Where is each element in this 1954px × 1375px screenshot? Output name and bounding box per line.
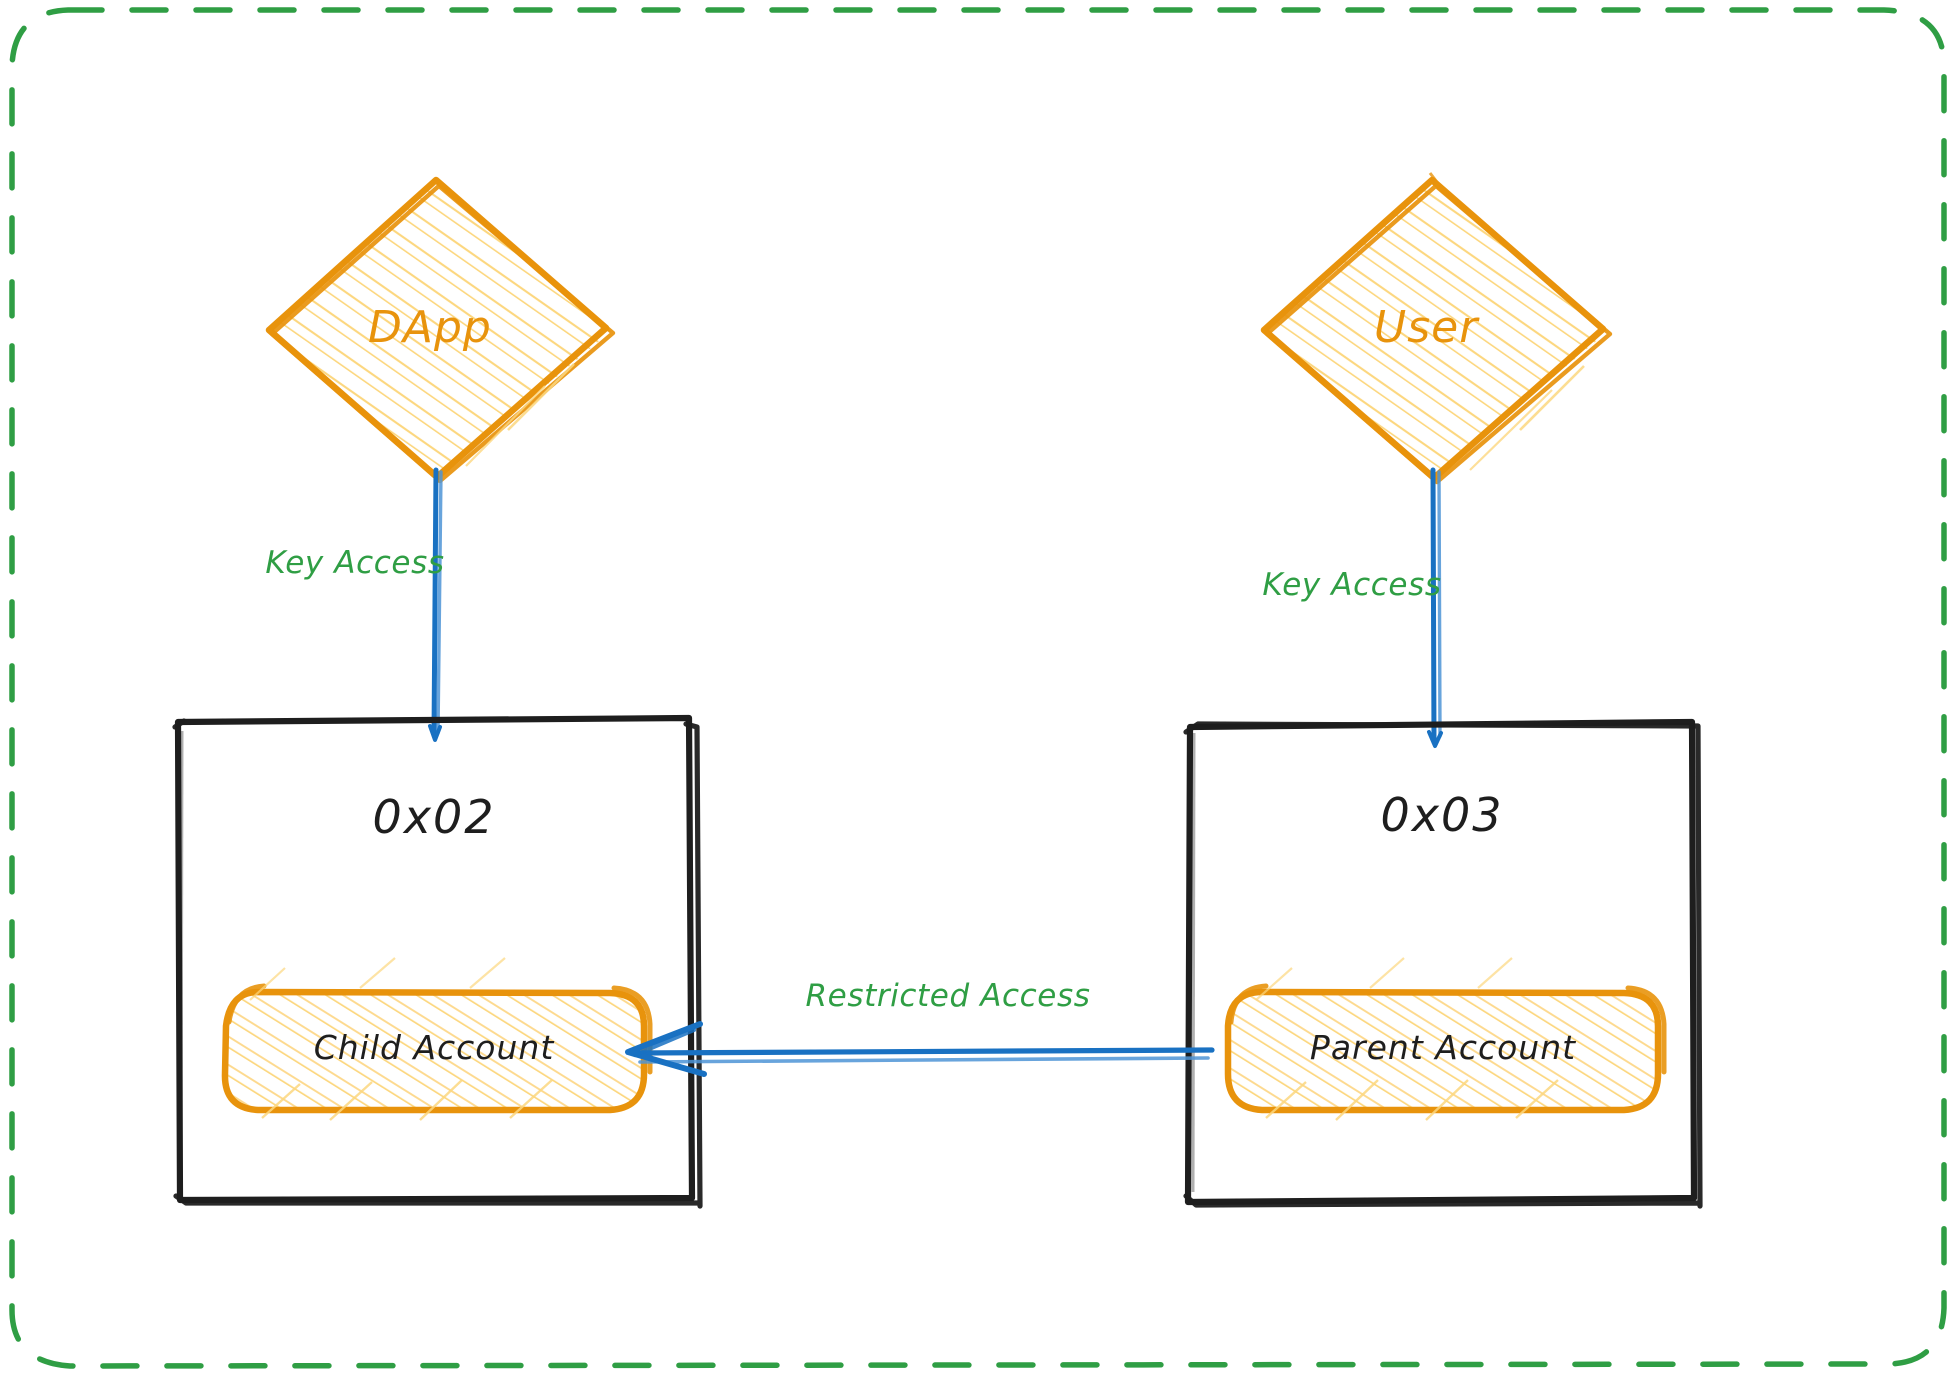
child-account-box[interactable]	[172, 714, 703, 1209]
child-account-chip[interactable]	[221, 957, 653, 1121]
parent-account-box[interactable]	[1183, 718, 1703, 1209]
parent-account-chip[interactable]	[1224, 957, 1667, 1121]
dashed-boundary	[9, 7, 1947, 1369]
arrow-parent-to-child[interactable]	[625, 1021, 1215, 1077]
arrow-user-to-parent[interactable]	[1427, 467, 1443, 748]
user-diamond-shape[interactable]	[1260, 172, 1613, 485]
dapp-diamond-shape[interactable]	[265, 176, 616, 484]
arrow-dapp-to-child[interactable]	[428, 467, 443, 742]
